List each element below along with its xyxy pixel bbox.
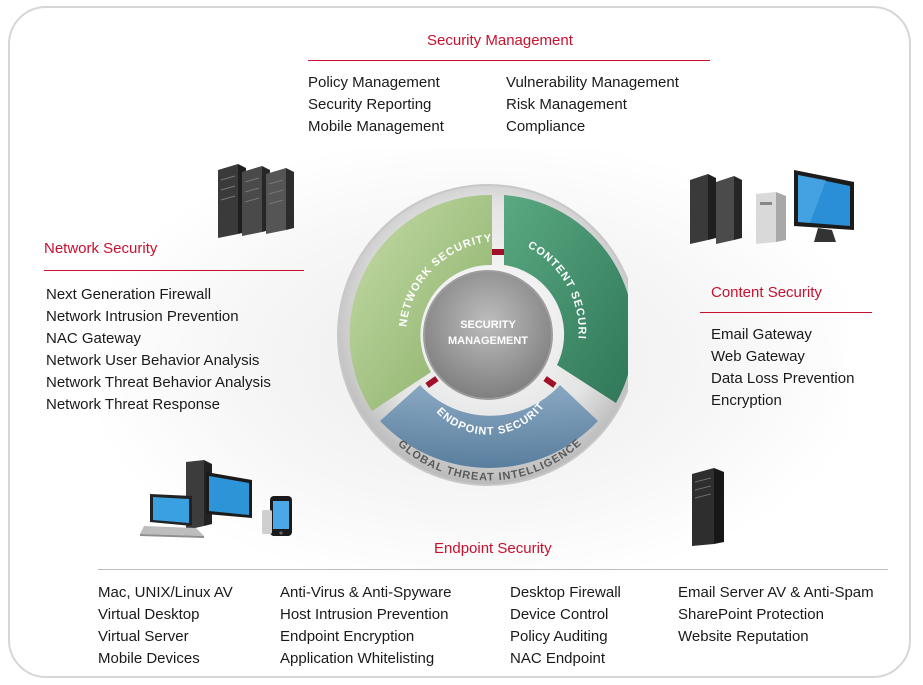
tower-server-icon — [692, 468, 724, 546]
security-management-list-2: Vulnerability Management Risk Management… — [506, 72, 679, 138]
list-item: Mobile Management — [308, 118, 444, 135]
list-item: NAC Gateway — [46, 330, 142, 347]
list-item: Host Intrusion Prevention — [280, 606, 449, 623]
endpoint-security-list-4: Email Server AV & Anti-Spam SharePoint P… — [678, 582, 874, 648]
list-item: NAC Endpoint — [510, 650, 606, 667]
security-wheel-diagram: SECURITY MANAGEMENT NETWORK SECURITY CON… — [328, 153, 628, 486]
list-item: Network Threat Behavior Analysis — [46, 374, 271, 391]
hub-label-line1: SECURITY — [460, 319, 516, 331]
list-item: Vulnerability Management — [506, 74, 679, 91]
list-item: Network Intrusion Prevention — [46, 308, 239, 325]
diagram-frame: Security Management Policy Management Se… — [8, 6, 911, 678]
security-management-heading: Security Management — [427, 32, 573, 49]
list-item: Virtual Desktop — [98, 606, 200, 623]
list-item: Virtual Server — [98, 628, 189, 645]
list-item: Anti-Virus & Anti-Spyware — [280, 584, 452, 601]
list-item: Website Reputation — [678, 628, 809, 645]
list-item: Endpoint Encryption — [280, 628, 415, 645]
list-item: SharePoint Protection — [678, 606, 824, 623]
laptop-desktop-phone-icon — [140, 460, 292, 538]
list-item: Next Generation Firewall — [46, 286, 212, 303]
network-security-list: Next Generation Firewall Network Intrusi… — [46, 284, 271, 416]
list-item: Device Control — [510, 606, 609, 623]
list-item: Policy Auditing — [510, 628, 608, 645]
content-security-rule — [700, 312, 872, 313]
content-segment — [504, 195, 628, 403]
content-security-list: Email Gateway Web Gateway Data Loss Prev… — [711, 324, 854, 412]
endpoint-security-list-2: Anti-Virus & Anti-Spyware Host Intrusion… — [280, 582, 451, 670]
list-item: Network User Behavior Analysis — [46, 352, 260, 369]
network-security-rule — [44, 270, 304, 271]
connector-left — [425, 376, 439, 388]
hub-label-line2: MANAGEMENT — [448, 335, 528, 347]
list-item: Security Reporting — [308, 96, 432, 113]
list-item: Data Loss Prevention — [711, 370, 855, 387]
network-security-heading: Network Security — [44, 240, 158, 257]
content-security-heading: Content Security — [711, 284, 822, 301]
list-item: Mobile Devices — [98, 650, 200, 667]
endpoint-security-heading: Endpoint Security — [434, 540, 552, 557]
connector-right — [543, 376, 557, 388]
server-desktop-monitor-icon — [690, 170, 854, 244]
server-rack-icon — [218, 164, 294, 238]
list-item: Application Whitelisting — [280, 650, 435, 667]
list-item: Web Gateway — [711, 348, 805, 365]
list-item: Email Server AV & Anti-Spam — [678, 584, 874, 601]
security-management-rule — [308, 60, 710, 61]
list-item: Network Threat Response — [46, 396, 220, 413]
list-item: Risk Management — [506, 96, 627, 113]
list-item: Compliance — [506, 118, 586, 135]
endpoint-security-list-1: Mac, UNIX/Linux AV Virtual Desktop Virtu… — [98, 582, 233, 670]
list-item: Encryption — [711, 392, 782, 409]
network-segment — [349, 194, 492, 411]
list-item: Desktop Firewall — [510, 584, 621, 601]
connector-top — [492, 249, 504, 255]
list-item: Email Gateway — [711, 326, 812, 343]
hub — [423, 270, 553, 400]
endpoint-security-list-3: Desktop Firewall Device Control Policy A… — [510, 582, 621, 670]
endpoint-security-rule — [98, 569, 888, 570]
list-item: Policy Management — [308, 74, 440, 91]
security-management-list-1: Policy Management Security Reporting Mob… — [308, 72, 444, 138]
endpoint-segment — [380, 385, 598, 468]
list-item: Mac, UNIX/Linux AV — [98, 584, 233, 601]
